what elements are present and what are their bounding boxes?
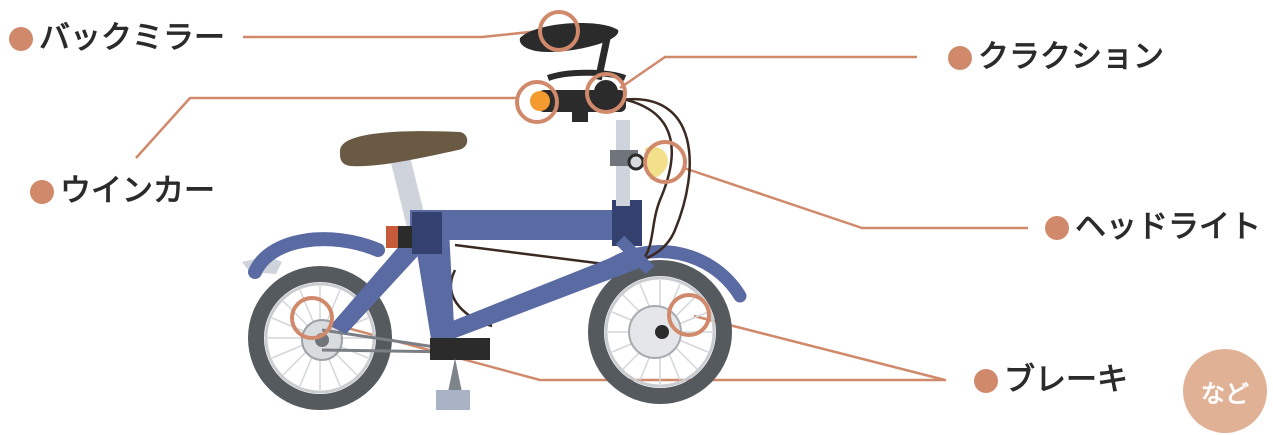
etc-badge: など bbox=[1183, 349, 1267, 433]
label-headlight: ヘッドライト bbox=[1045, 212, 1261, 243]
circle-bullet-icon bbox=[9, 27, 33, 51]
label-headlight-text: ヘッドライト bbox=[1075, 212, 1261, 243]
saddle bbox=[340, 131, 467, 166]
circle-bullet-icon bbox=[1045, 216, 1069, 240]
label-mirror: バックミラー bbox=[9, 23, 225, 54]
leader-line-horn bbox=[620, 57, 917, 88]
leader-line-mirror bbox=[243, 31, 540, 37]
label-horn-text: クラクション bbox=[978, 42, 1164, 73]
label-brake: ブレーキ bbox=[974, 365, 1128, 396]
label-turn-signal: ウインカー bbox=[30, 176, 215, 207]
leader-lines bbox=[136, 31, 1028, 380]
etc-badge-text: など bbox=[1201, 374, 1249, 409]
label-mirror-text: バックミラー bbox=[39, 23, 225, 54]
label-turn-signal-text: ウインカー bbox=[60, 176, 215, 207]
leader-line-headlight bbox=[684, 168, 1028, 228]
circle-bullet-icon bbox=[30, 180, 54, 204]
circle-bullet-icon bbox=[948, 46, 972, 70]
label-horn: クラクション bbox=[948, 42, 1164, 73]
label-brake-text: ブレーキ bbox=[1004, 365, 1128, 396]
circle-bullet-icon bbox=[974, 369, 998, 393]
front-wheel bbox=[596, 268, 724, 396]
